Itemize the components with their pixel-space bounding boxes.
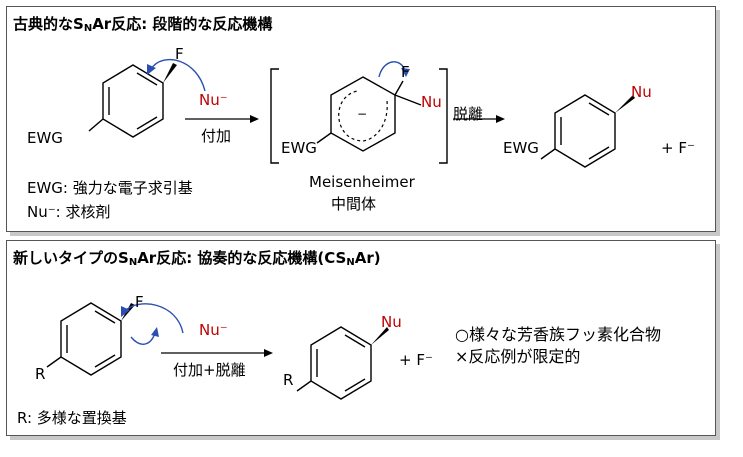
c-ewg-bond-1 bbox=[88, 118, 104, 132]
ewg-label-3: EWG bbox=[503, 139, 539, 157]
nucleophile-curved-arrow-2 bbox=[124, 303, 184, 334]
benzene-ring-4 bbox=[60, 302, 122, 376]
addition-label: 付加 bbox=[201, 127, 232, 145]
delocalized-charge-arc bbox=[338, 90, 388, 142]
c-ewg-bond-2 bbox=[316, 132, 332, 144]
ewg-label-2: EWG bbox=[281, 139, 317, 157]
fluorine-label-1: F bbox=[175, 45, 184, 63]
product-ring-1 bbox=[540, 94, 635, 168]
title2-text-2: Ar反応: 協奏的な反応機構(CS bbox=[137, 249, 347, 267]
left-bracket bbox=[270, 68, 279, 164]
title2-subscript-2: N bbox=[346, 257, 355, 268]
leaving-group-curved-arrow-2 bbox=[130, 332, 156, 345]
c-nu-wedge-bond bbox=[615, 95, 635, 113]
intermediate-name: 中間体 bbox=[331, 195, 377, 213]
r-definition: R: 多様な置換基 bbox=[17, 409, 127, 427]
ewg-definition: EWG: 強力な電子求引基 bbox=[27, 179, 193, 197]
inner-bond-3a bbox=[588, 102, 610, 116]
inner-bond-4a bbox=[94, 310, 116, 324]
c-f-wedge-bond-2 bbox=[121, 303, 135, 321]
reaction-arrowhead-1 bbox=[250, 115, 259, 123]
curved-arrowhead-2 bbox=[401, 68, 410, 77]
r-label-1: R bbox=[35, 365, 46, 383]
r-label-2: R bbox=[283, 371, 294, 389]
benzene-ring-3 bbox=[554, 94, 616, 168]
inner-bond-1a bbox=[136, 72, 158, 86]
fluoride-byproduct-1: + F⁻ bbox=[661, 139, 695, 157]
c-nu-bond-2 bbox=[394, 94, 422, 106]
nu-label-2: Nu bbox=[421, 93, 442, 111]
elimination-label: 脱離 bbox=[453, 105, 484, 123]
ewg-label-1: EWG bbox=[27, 129, 63, 147]
product-ring-2 bbox=[296, 326, 389, 400]
stepwise-mechanism-panel: 古典的なSNAr反応: 段階的な反応機構 bbox=[6, 6, 716, 232]
benzene-ring-1 bbox=[102, 64, 164, 138]
stepwise-scheme-drawing bbox=[88, 59, 635, 168]
curved-arrowhead-4 bbox=[151, 327, 159, 337]
leaving-group-curved-arrow bbox=[378, 61, 406, 78]
addition-elimination-label: 付加+脱離 bbox=[173, 361, 246, 379]
stepwise-panel-title: 古典的なSNAr反応: 段階的な反応機構 bbox=[13, 13, 272, 34]
fluorine-label-3: F bbox=[135, 293, 144, 311]
starting-material-ring-2 bbox=[46, 302, 135, 376]
curved-arrowhead-1 bbox=[147, 64, 156, 75]
title-subscript: N bbox=[83, 23, 93, 34]
nucleophile-reagent-2: Nu⁻ bbox=[199, 321, 228, 339]
fluoride-byproduct-2: + F⁻ bbox=[399, 351, 433, 369]
reaction-arrowhead-2 bbox=[496, 115, 505, 123]
c-f-wedge-bond bbox=[163, 63, 177, 83]
reaction-arrowhead-3 bbox=[264, 349, 273, 357]
inner-bond-5a bbox=[344, 334, 366, 348]
title2-text-3: Ar) bbox=[354, 249, 381, 267]
fluorine-label-2: F bbox=[401, 63, 410, 81]
starting-material-ring bbox=[88, 63, 177, 138]
concerted-panel-title: 新しいタイプのSNAr反応: 協奏的な反応機構(CSNAr) bbox=[13, 247, 381, 268]
inner-bond-1b bbox=[136, 116, 158, 130]
title-text-2: Ar反応: 段階的な反応機構 bbox=[92, 15, 273, 33]
curved-arrowhead-3 bbox=[121, 306, 130, 317]
nucleophile-reagent-1: Nu⁻ bbox=[199, 91, 228, 109]
inner-bond-3b bbox=[588, 146, 610, 160]
nu-label-3: Nu bbox=[631, 83, 652, 101]
title2-subscript-1: N bbox=[128, 257, 138, 268]
inner-bond-4b bbox=[94, 354, 116, 368]
inner-bond-5b bbox=[344, 378, 366, 392]
c-f-bond-2 bbox=[394, 80, 404, 96]
nu-label-4: Nu bbox=[381, 313, 402, 331]
meisenheimer-name: Meisenheimer bbox=[309, 173, 415, 191]
concerted-scheme-drawing bbox=[46, 302, 389, 400]
nu-definition: Nu⁻: 求核剤 bbox=[27, 203, 111, 221]
nucleophile-curved-arrow bbox=[150, 59, 206, 92]
right-bracket bbox=[439, 68, 448, 164]
c-nu-wedge-bond-2 bbox=[371, 327, 389, 345]
title-text-1: 古典的なS bbox=[13, 15, 84, 33]
c-r-bond-2 bbox=[296, 380, 312, 392]
title2-text-1: 新しいタイプのS bbox=[13, 249, 129, 267]
advantage-note: ○様々な芳香族フッ素化合物 bbox=[455, 325, 661, 344]
c-r-bond-1 bbox=[46, 356, 62, 368]
c-ewg-bond-3 bbox=[540, 148, 556, 160]
concerted-mechanism-panel: 新しいタイプのSNAr反応: 協奏的な反応機構(CSNAr) R F Nu⁻ 付… bbox=[6, 240, 716, 436]
benzene-ring-5 bbox=[310, 326, 372, 400]
meisenheimer-ring bbox=[316, 76, 422, 152]
negative-charge: − bbox=[357, 107, 368, 121]
limitation-note: ×反応例が限定的 bbox=[455, 347, 581, 366]
